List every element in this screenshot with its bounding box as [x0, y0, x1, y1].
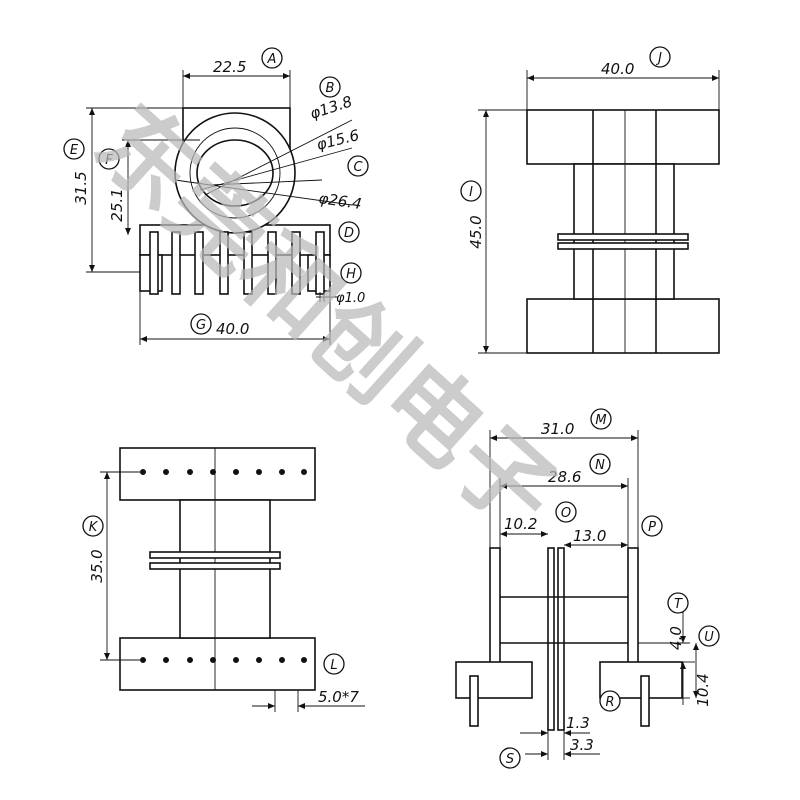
- svg-text:C: C: [353, 160, 363, 175]
- front-view: 22.5 φ13.8 φ15.6 φ26.4 40.0 φ1.0 31.5 25…: [63, 47, 369, 345]
- svg-text:H: H: [346, 267, 356, 282]
- side-top-flange: [526, 109, 720, 165]
- svg-text:G: G: [196, 318, 206, 333]
- dim-j-value: 40.0: [601, 60, 634, 78]
- svg-text:D: D: [344, 226, 354, 241]
- dim-u-value: 10.4: [694, 673, 712, 706]
- label-e: E: [63, 138, 85, 160]
- svg-text:O: O: [561, 506, 571, 521]
- label-g: G: [190, 313, 212, 335]
- section-right-wall: [627, 547, 639, 671]
- label-o: O: [555, 501, 577, 523]
- label-f: F: [98, 148, 120, 170]
- svg-text:B: B: [326, 81, 335, 96]
- dim-i-value: 45.0: [467, 215, 485, 248]
- label-k: K: [82, 515, 104, 537]
- label-c: C: [347, 155, 369, 177]
- section-left-base: [455, 661, 533, 699]
- bottom-pin-dots: [140, 469, 307, 663]
- dim-a-value: 22.5: [213, 58, 246, 76]
- svg-text:R: R: [605, 695, 614, 710]
- svg-text:N: N: [595, 458, 605, 473]
- label-l: L: [323, 653, 345, 675]
- bottom-view: 35.0 5.0*7 K L: [82, 447, 365, 712]
- dim-m-value: 31.0: [541, 420, 574, 438]
- side-view: 40.0 45.0 J I: [460, 46, 720, 354]
- dim-r-value: 1.3: [566, 714, 590, 732]
- svg-text:I: I: [469, 185, 473, 200]
- svg-text:K: K: [89, 520, 99, 535]
- label-i: I: [460, 180, 482, 202]
- section-view: 31.0 28.6 10.2 13.0 4.0 10.4 1.3 3.3 M N…: [455, 408, 720, 769]
- bottom-bottom-flange: [119, 637, 316, 691]
- front-pins: [149, 231, 325, 295]
- dim-f-value: 25.1: [108, 188, 126, 221]
- section-left-wall: [489, 547, 501, 671]
- label-h: H: [340, 262, 362, 284]
- label-m: M: [590, 408, 612, 430]
- label-n: N: [589, 453, 611, 475]
- label-a: A: [261, 47, 283, 69]
- label-s: S: [499, 747, 521, 769]
- svg-text:U: U: [704, 630, 714, 645]
- svg-text:P: P: [648, 520, 656, 535]
- label-t: T: [667, 592, 689, 614]
- svg-text:A: A: [267, 52, 277, 67]
- svg-text:M: M: [595, 413, 606, 428]
- dim-pin-diameter: φ1.0: [336, 291, 365, 306]
- label-r: R: [599, 690, 621, 712]
- svg-text:T: T: [674, 597, 683, 612]
- label-u: U: [698, 625, 720, 647]
- dim-k-value: 35.0: [88, 549, 106, 582]
- bottom-top-flange: [119, 447, 316, 501]
- dim-e-value: 31.5: [72, 171, 90, 204]
- inner-circle: [196, 139, 274, 207]
- dim-p-value: 13.0: [573, 527, 606, 545]
- dim-t-value: 4.0: [667, 626, 685, 650]
- dim-g-value: 40.0: [216, 320, 249, 338]
- outer-circle: [174, 112, 296, 234]
- dim-outer-diameter: φ26.4: [317, 189, 362, 213]
- svg-text:L: L: [330, 658, 337, 673]
- label-b: B: [319, 76, 341, 98]
- label-p: P: [641, 515, 663, 537]
- dim-l-value: 5.0*7: [318, 688, 359, 706]
- svg-text:F: F: [105, 153, 113, 168]
- svg-text:J: J: [655, 51, 662, 66]
- dim-o-value: 10.2: [504, 515, 537, 533]
- side-bottom-flange: [526, 298, 720, 354]
- dim-s-value: 3.3: [570, 736, 594, 754]
- label-d: D: [338, 221, 360, 243]
- svg-text:E: E: [70, 143, 79, 158]
- label-j: J: [649, 46, 671, 68]
- svg-text:S: S: [506, 752, 514, 767]
- dim-n-value: 28.6: [548, 468, 581, 486]
- mid-circle: [189, 127, 281, 219]
- dim-mid-diameter: φ15.6: [315, 126, 361, 154]
- side-core: [573, 163, 675, 300]
